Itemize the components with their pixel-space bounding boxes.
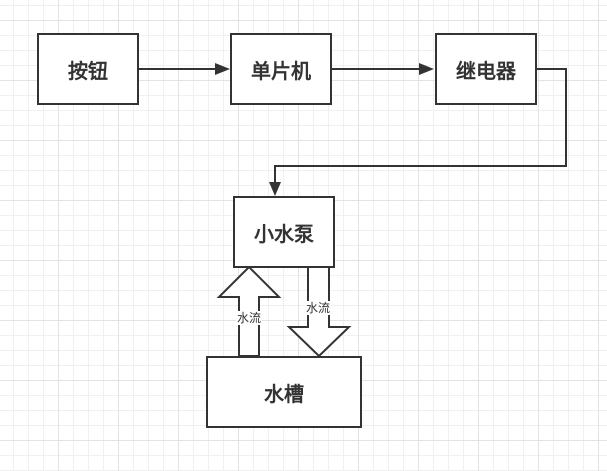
node-button[interactable]: 按钮 <box>37 33 139 105</box>
node-pump[interactable]: 小水泵 <box>233 196 335 268</box>
arrowhead-icon <box>419 63 434 75</box>
flow-down-label: 水流 <box>305 301 332 315</box>
node-pump-label: 小水泵 <box>254 221 314 246</box>
node-relay-label: 继电器 <box>456 58 516 83</box>
arrowhead-icon <box>269 182 281 196</box>
node-tank-label: 水槽 <box>264 381 304 406</box>
arrowhead-icon <box>215 63 230 75</box>
flow-up-label: 水流 <box>236 311 263 325</box>
edge-button-to-mcu <box>138 63 230 75</box>
node-mcu-label: 单片机 <box>251 58 311 83</box>
node-relay[interactable]: 继电器 <box>435 33 537 105</box>
node-button-label: 按钮 <box>68 58 108 83</box>
edge-mcu-to-relay <box>331 63 434 75</box>
node-tank[interactable]: 水槽 <box>206 356 362 428</box>
edge-relay-to-pump <box>269 68 567 196</box>
node-mcu[interactable]: 单片机 <box>230 33 332 105</box>
